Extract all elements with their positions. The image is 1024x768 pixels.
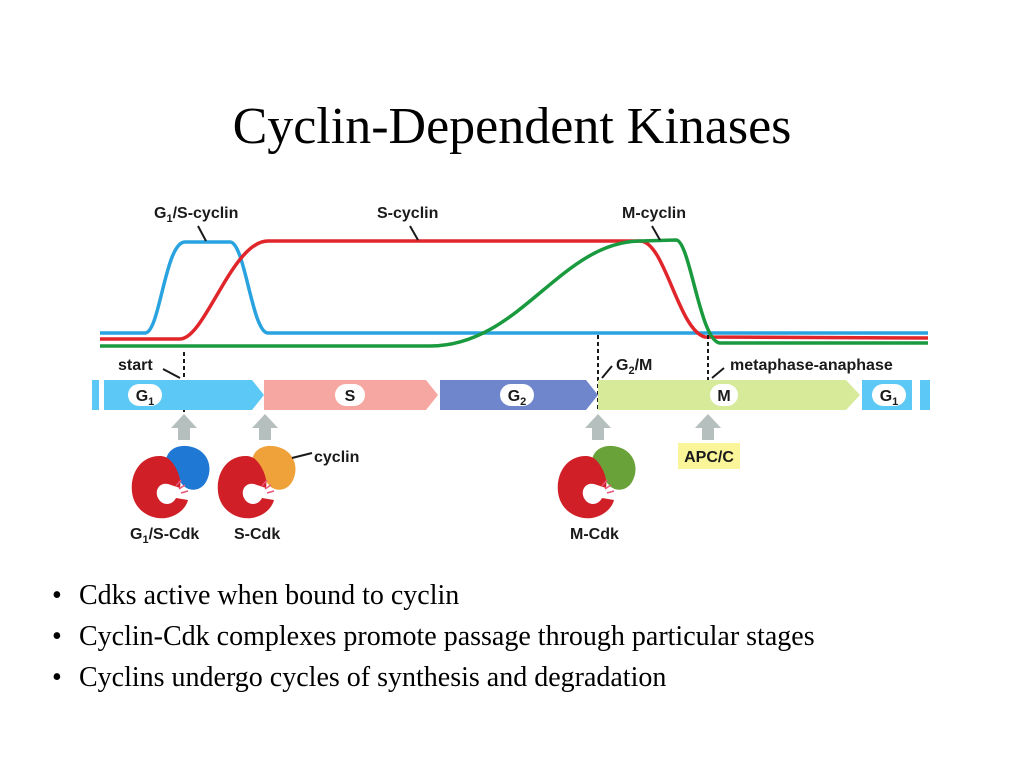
bullet-dot: • (52, 662, 62, 693)
g1s-cyclin-leader (197, 225, 207, 242)
s-cdk-kinase-shape (217, 456, 274, 519)
bullet-item: • Cyclin-Cdk complexes promote passage th… (52, 616, 815, 657)
m-cdk-binding-ticks (601, 479, 615, 494)
g1s-cyclin-curve (100, 240, 928, 335)
phase-s-label: S (345, 388, 356, 405)
s-cdk-label: S-Cdk (234, 526, 280, 543)
m-cyclin-label: M-cyclin (622, 205, 686, 222)
phase-m-label: M (717, 388, 730, 405)
start-label: start (118, 357, 153, 374)
g2m-label: G2/M (616, 357, 652, 377)
g1s-cdk-binding-ticks (175, 479, 189, 494)
phase-bar-left-cap (92, 380, 99, 410)
m-cdk-label: M-Cdk (570, 526, 619, 543)
s-cdk-complex: cyclin S-Cdk (217, 445, 359, 543)
action-arrows (171, 414, 721, 440)
bullet-list: • Cdks active when bound to cyclin • Cycli… (52, 575, 815, 698)
phase-bar-right-cap (920, 380, 930, 410)
g1s-cdk-label: G1/S-Cdk (130, 526, 199, 546)
m-cyclin-curve (100, 238, 928, 348)
s-cdk-binding-ticks (261, 479, 275, 494)
bullet-text: Cdks active when bound to cyclin (79, 580, 460, 611)
bullet-dot: • (52, 621, 62, 652)
bullet-text: Cyclins undergo cycles of synthesis and … (79, 662, 667, 693)
bullet-item: • Cyclins undergo cycles of synthesis and… (52, 657, 815, 698)
bullet-item: • Cdks active when bound to cyclin (52, 575, 815, 616)
apcc-up-arrow (695, 414, 721, 440)
phase-m-pill (710, 384, 738, 406)
s-cyclin-label: S-cyclin (377, 205, 438, 222)
m-cyclin-leader (651, 225, 661, 241)
metaphase-anaphase-label: metaphase-anaphase (730, 357, 893, 374)
g1s-cyclin-label: G1/S-cyclin (154, 205, 238, 225)
m-cdk-kinase-shape (557, 456, 614, 519)
start-leader (162, 368, 181, 379)
phase-g1b-pill (872, 384, 906, 406)
meta-leader (711, 367, 725, 379)
phase-g1b-label: G1 (880, 388, 899, 408)
bullet-dot: • (52, 580, 62, 611)
cyclin-leader (291, 452, 313, 459)
apcc-label: APC/C (684, 449, 734, 466)
cyclin-curves: G1/S-cyclin S-cyclin M-cyclin (100, 205, 929, 348)
phase-g1-label: G1 (136, 388, 155, 408)
apcc-box-bg (678, 443, 740, 469)
slide-title: Cyclin-Dependent Kinases (232, 98, 792, 155)
phase-bar: G1 S G2 M G1 (92, 380, 930, 410)
m-cdk-complex: M-Cdk (557, 445, 636, 543)
s-cyclin-leader (409, 225, 419, 241)
g1s-cdk-complex: G1/S-Cdk (130, 445, 210, 546)
m-cdk-up-arrow (585, 414, 611, 440)
phase-g1-pill (128, 384, 162, 406)
phase-g2-pill (500, 384, 534, 406)
phase-s-pill (335, 384, 365, 406)
phase-g2-label: G2 (508, 388, 527, 408)
cyclin-label: cyclin (314, 449, 359, 466)
g2m-leader (601, 365, 613, 379)
s-cyclin-curve (100, 239, 929, 341)
g1s-cdk-kinase-shape (131, 456, 188, 519)
bullet-text: Cyclin-Cdk complexes promote passage thr… (79, 621, 815, 652)
g1s-cdk-up-arrow (171, 414, 197, 440)
s-cdk-up-arrow (252, 414, 278, 440)
apcc-box: APC/C (678, 443, 740, 469)
